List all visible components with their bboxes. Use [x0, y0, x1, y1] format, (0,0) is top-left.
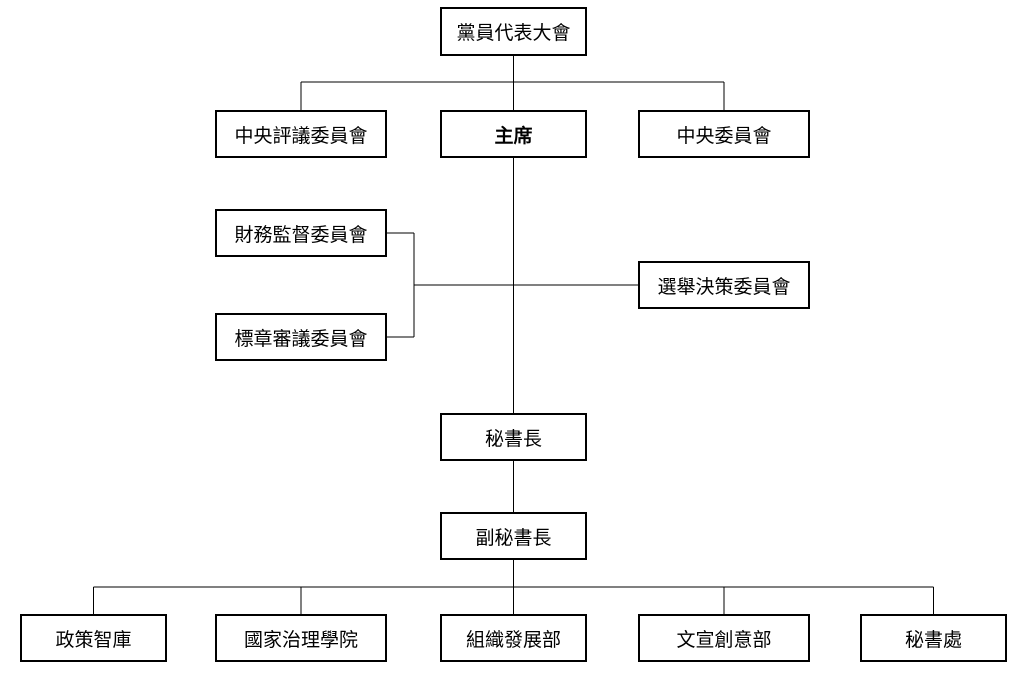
node-organization-development-dept: 組織發展部	[440, 614, 587, 662]
node-label: 中央評議委員會	[234, 124, 368, 147]
node-label: 選舉決策委員會	[657, 275, 791, 298]
node-label: 財務監督委員會	[234, 223, 368, 246]
node-label: 秘書長	[484, 427, 542, 450]
node-central-committee: 中央委員會	[638, 110, 810, 158]
node-secretary-general: 秘書長	[440, 413, 587, 461]
node-secretariat: 秘書處	[860, 614, 1007, 662]
node-label: 文宣創意部	[676, 628, 772, 651]
node-label: 秘書處	[904, 628, 962, 651]
node-governance-academy: 國家治理學院	[215, 614, 387, 662]
node-label: 黨員代表大會	[456, 22, 571, 44]
node-chairman: 主席	[440, 110, 587, 158]
node-finance-supervision-committee: 財務監督委員會	[215, 209, 387, 257]
node-label: 中央委員會	[676, 124, 772, 147]
node-culture-creative-dept: 文宣創意部	[638, 614, 810, 662]
node-label: 副秘書長	[475, 526, 552, 549]
node-policy-think-tank: 政策智庫	[20, 614, 167, 662]
node-label: 主席	[494, 124, 533, 147]
node-label: 國家治理學院	[243, 628, 358, 651]
node-label: 標章審議委員會	[234, 327, 368, 350]
node-deputy-secretary-general: 副秘書長	[440, 512, 587, 560]
node-label: 組織發展部	[465, 628, 561, 651]
node-election-decision-committee: 選舉決策委員會	[638, 261, 810, 309]
node-label: 政策智庫	[55, 628, 132, 651]
node-central-review-committee: 中央評議委員會	[215, 110, 387, 158]
node-emblem-review-committee: 標章審議委員會	[215, 313, 387, 361]
node-party-congress: 黨員代表大會	[440, 7, 587, 56]
